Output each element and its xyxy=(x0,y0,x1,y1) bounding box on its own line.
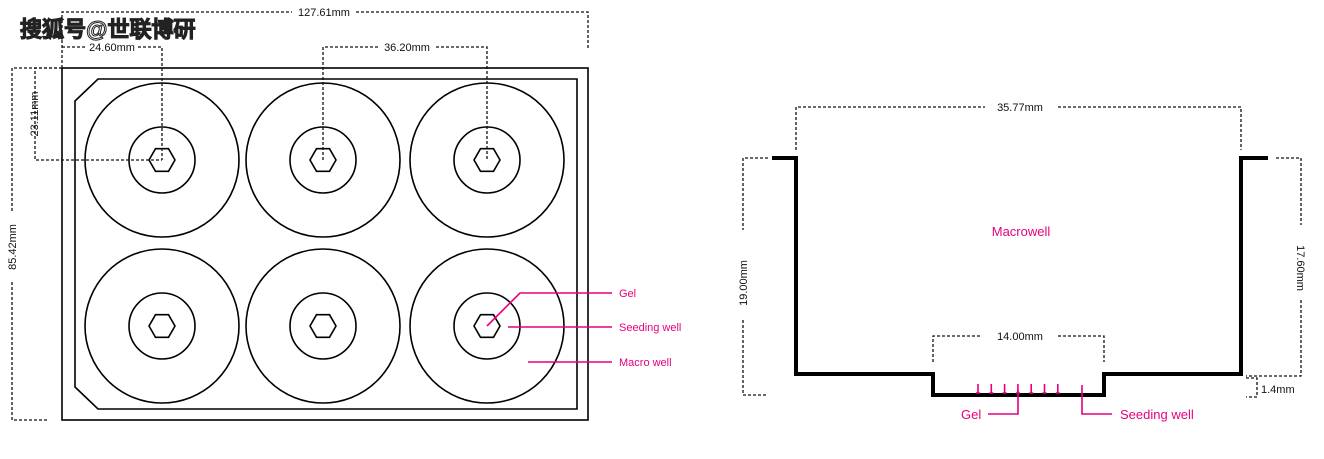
macro-well-circle xyxy=(409,248,565,404)
dim-plate-width: 127.61mm xyxy=(298,7,350,19)
gel-tick xyxy=(1002,384,1007,394)
gel-hexagon xyxy=(473,147,501,173)
dim-left-height-label: 19.00mm xyxy=(738,260,750,306)
section-labels: Macrowell Gel Seeding well xyxy=(961,224,1194,422)
dim-pitch: 36.20mm xyxy=(384,42,430,54)
dim-bottom-width: 14.00mm xyxy=(997,331,1043,343)
gel-hexagon xyxy=(309,147,337,173)
plate-outer-outline xyxy=(61,67,589,421)
gel-hexagon xyxy=(148,313,176,339)
well-cross-section xyxy=(772,156,1268,397)
macro-well-circle xyxy=(84,248,240,404)
gel-hexagon xyxy=(473,313,501,339)
label-macro-well: Macro well xyxy=(619,357,672,369)
dim-plate-height: 85.42mm xyxy=(7,224,19,270)
watermark: 搜狐号@世联博研 xyxy=(20,17,195,42)
dim-step: 1.4mm xyxy=(1261,384,1295,396)
label-section-gel: Gel xyxy=(961,407,981,422)
dim-top-width: 35.77mm xyxy=(997,102,1043,114)
dim-offset-y: 23.11mm xyxy=(29,91,41,136)
plate-labels: Gel Seeding well Macro well xyxy=(486,288,681,369)
gel-tick xyxy=(1029,384,1034,394)
label-section-seeding-well: Seeding well xyxy=(1120,407,1194,422)
gel-tick xyxy=(976,384,980,394)
well xyxy=(245,248,401,404)
label-macrowell: Macrowell xyxy=(992,224,1051,239)
label-seeding-well: Seeding well xyxy=(619,322,681,334)
plate-dimensions: 127.61mm 24.60mm 36.20mm 23.11mm 85.42mm xyxy=(7,7,589,421)
plate-top-view xyxy=(61,67,589,421)
gel-hexagon xyxy=(309,313,337,339)
dim-offset-x: 24.60mm xyxy=(89,42,135,54)
well xyxy=(84,248,240,404)
label-gel: Gel xyxy=(619,288,636,300)
plate-inner-outline xyxy=(74,78,578,410)
macro-well-circle xyxy=(245,248,401,404)
gel-ticks xyxy=(976,384,1060,394)
seeding-well-circle xyxy=(128,292,196,360)
seeding-well-circle xyxy=(453,292,521,360)
dim-right-height: 17.60mm xyxy=(1294,245,1306,291)
seeding-well-circle xyxy=(289,292,357,360)
gel-tick xyxy=(1055,384,1060,394)
well xyxy=(409,248,565,404)
gel-tick xyxy=(989,384,994,394)
section-dimensions: 35.77mm 17.60mm 19.00mm 17.60mm 1.4mm 14… xyxy=(738,102,1306,398)
gel-tick xyxy=(1042,384,1047,394)
